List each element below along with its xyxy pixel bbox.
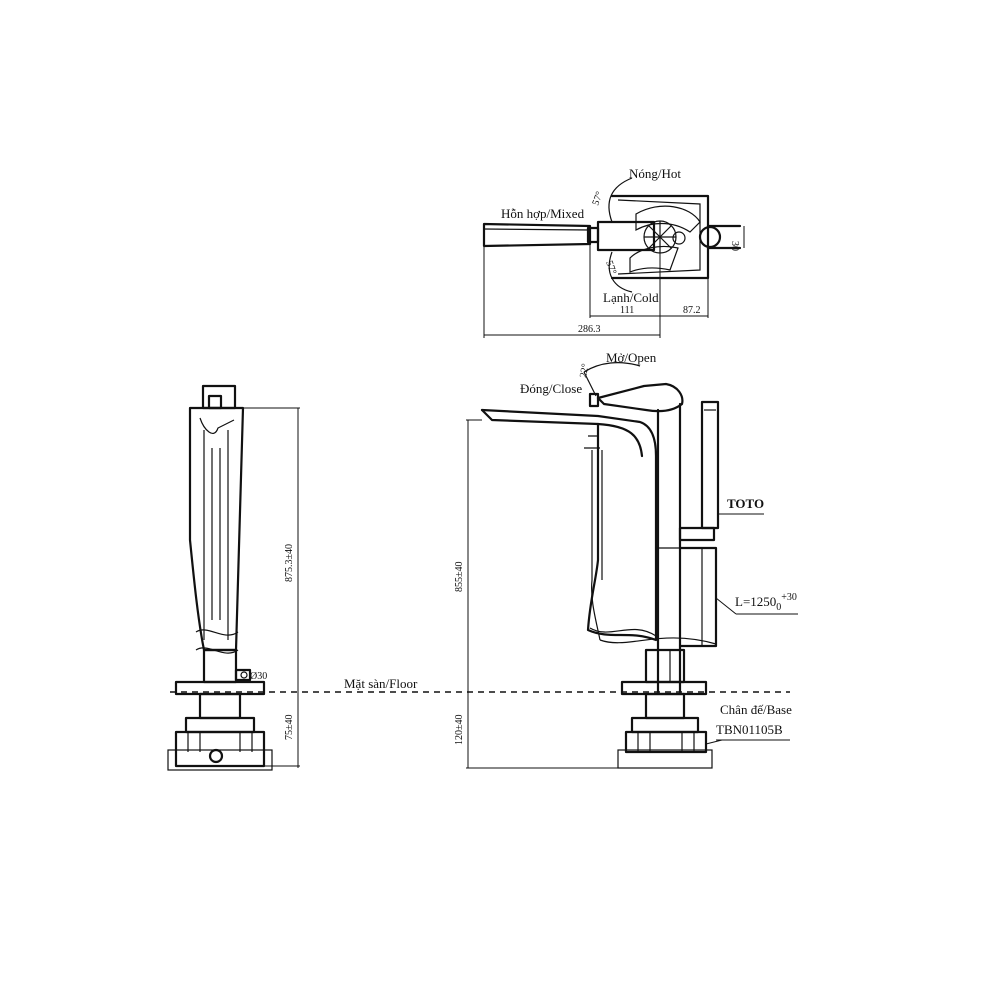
base-model-label: TBN01105B	[716, 722, 783, 737]
angle-cold: 57°	[603, 259, 618, 276]
hose-label: L=12500+30	[735, 592, 797, 613]
dim-side-height: 875.3±40	[284, 544, 295, 582]
cold-label: Lạnh/Cold	[603, 290, 659, 305]
dim-side-base: 75±40	[284, 715, 295, 741]
dim-30: 30	[729, 241, 740, 251]
floor-label: Mặt sàn/Floor	[344, 676, 418, 691]
side-view: Ø30 875.3±40 75±40	[167, 384, 300, 771]
dim-111: 111	[620, 305, 634, 316]
dim-87-2: 87.2	[683, 305, 701, 316]
base-label: Chân đế/Base	[720, 702, 792, 717]
front-view: 855±40 120±40 Mở/Open Đóng/Close 22° TOT…	[454, 350, 798, 769]
top-view: Nóng/Hot Hỗn hợp/Mixed Lạnh/Cold 57° 57°…	[482, 166, 745, 338]
brand-label: TOTO	[727, 496, 764, 511]
dim-front-height: 855±40	[454, 562, 465, 593]
open-label: Mở/Open	[606, 350, 657, 365]
close-label: Đóng/Close	[520, 381, 582, 396]
angle-hot: 57°	[590, 190, 605, 207]
dim-286-3: 286.3	[578, 324, 601, 335]
mixed-label: Hỗn hợp/Mixed	[501, 206, 585, 221]
dim-ø30: Ø30	[250, 671, 267, 682]
angle-open: 22°	[578, 363, 591, 379]
hot-label: Nóng/Hot	[629, 166, 681, 181]
dim-front-base: 120±40	[454, 715, 465, 746]
